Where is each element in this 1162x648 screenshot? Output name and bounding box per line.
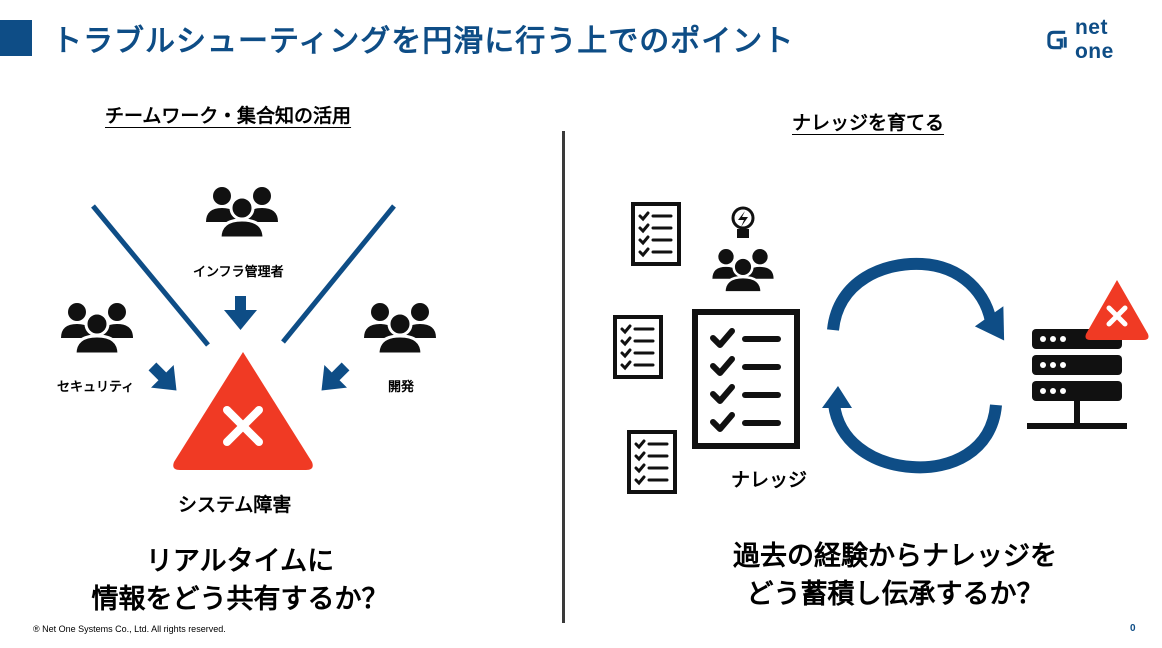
left-question: リアルタイムに 情報をどう共有するか？ xyxy=(40,543,440,619)
incident-label: システム障害 xyxy=(178,494,292,516)
warning-x-icon xyxy=(173,352,313,470)
right-section-title: ナレッジを育てる xyxy=(792,112,945,134)
group-label-infra: インフラ管理者 xyxy=(193,265,284,280)
center-divider xyxy=(562,131,565,623)
left-question-line2: 情報をどう共有するか？ xyxy=(91,584,389,615)
group-label-security: セキュリティ xyxy=(57,380,135,395)
knowledge-checklist-icon xyxy=(692,309,800,449)
page-number: 0 xyxy=(1130,623,1136,634)
server-error-icon xyxy=(1027,280,1149,429)
right-question-line2: どう蓄積し伝承するか？ xyxy=(746,579,1044,610)
right-question-line1: 過去の経験からナレッジを xyxy=(733,541,1057,572)
people-idea-icon xyxy=(711,206,775,294)
right-question: 過去の経験からナレッジを どう蓄積し伝承するか？ xyxy=(660,538,1130,614)
logo-mark-icon xyxy=(1047,30,1067,50)
arrow-diagonal-icon xyxy=(148,362,177,391)
knowledge-label: ナレッジ xyxy=(731,469,808,491)
group-label-dev: 開発 xyxy=(388,380,415,395)
netone-logo: net one xyxy=(1046,16,1150,63)
header-accent-bar xyxy=(0,20,32,56)
cycle-arrows-icon xyxy=(822,257,1005,474)
slide-title: トラブルシューティングを円滑に行う上でのポイント xyxy=(52,24,795,59)
checklist-icon xyxy=(627,430,677,494)
diagonal-line-left xyxy=(91,204,210,347)
checklist-icon xyxy=(631,202,681,266)
arrow-down-icon xyxy=(224,296,257,330)
copyright-text: ® Net One Systems Co., Ltd. All rights r… xyxy=(33,624,226,634)
diagonal-line-right xyxy=(281,204,396,344)
logo-text: net one xyxy=(1074,16,1114,63)
left-question-line1: リアルタイムに xyxy=(145,546,335,577)
left-section-title: チームワーク・集合知の活用 xyxy=(105,105,352,127)
arrow-diagonal-icon xyxy=(321,362,350,391)
checklist-icon xyxy=(613,315,663,379)
